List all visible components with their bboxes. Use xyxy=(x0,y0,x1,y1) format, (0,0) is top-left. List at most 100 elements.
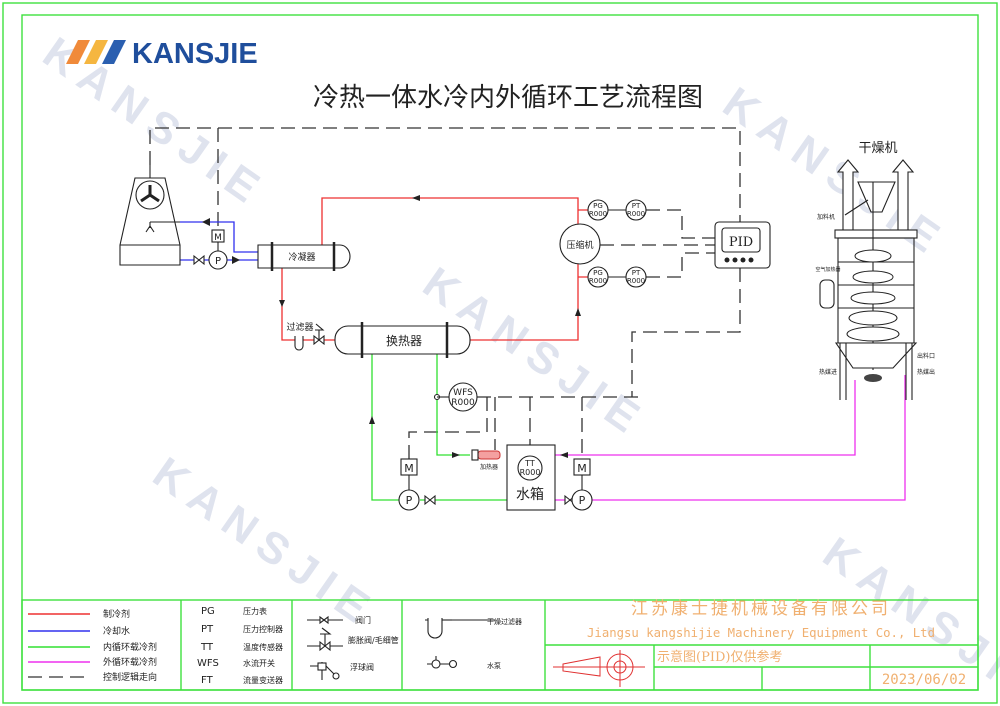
svg-text:干燥机: 干燥机 xyxy=(858,141,897,156)
svg-text:水泵: 水泵 xyxy=(487,661,501,670)
svg-text:压力表: 压力表 xyxy=(243,606,267,616)
svg-text:冷却水: 冷却水 xyxy=(103,625,130,637)
svg-text:M: M xyxy=(404,462,414,475)
svg-text:R000: R000 xyxy=(589,277,607,285)
logo-stripe xyxy=(84,40,108,64)
logo-text: KANSJIE xyxy=(132,38,258,70)
svg-text:P: P xyxy=(406,494,413,507)
svg-text:WFS: WFS xyxy=(453,388,473,398)
svg-text:热媒进: 热媒进 xyxy=(819,368,837,376)
control-lines xyxy=(149,127,741,460)
svg-text:PT: PT xyxy=(201,624,214,635)
cooling-tower xyxy=(119,165,181,266)
svg-text:P: P xyxy=(215,256,221,267)
svg-text:压力控制器: 压力控制器 xyxy=(243,624,283,634)
gate-valve-icon xyxy=(424,494,436,506)
legend-codes: PG PT TT WFS FT 压力表 压力控制器 温度传感器 水流开关 流量变… xyxy=(197,606,283,686)
projection-symbol-icon xyxy=(553,650,645,687)
svg-text:R000: R000 xyxy=(627,277,645,285)
svg-text:PT: PT xyxy=(632,202,641,210)
pump-icon xyxy=(208,250,228,270)
logo-stripe xyxy=(66,40,90,64)
instrument-pt-low: PT R000 xyxy=(625,266,647,288)
heat-exchanger: 换热器 xyxy=(334,322,471,358)
svg-text:浮球阀: 浮球阀 xyxy=(350,662,374,672)
instrument-pg-high: PG R000 xyxy=(587,199,609,221)
instrument-pt-high: PT R000 xyxy=(625,199,647,221)
title-block: 江苏康士捷机械设备有限公司 Jiangsu kangshijie Machine… xyxy=(545,599,978,690)
svg-text:水流开关: 水流开关 xyxy=(243,658,275,668)
svg-text:温度传感器: 温度传感器 xyxy=(243,642,283,652)
dry-filter-icon xyxy=(425,618,495,639)
svg-text:热媒出: 热媒出 xyxy=(917,368,935,376)
gate-valve-icon xyxy=(307,615,343,625)
pump-outer-loop: M P xyxy=(571,458,593,511)
compressor: 压缩机 xyxy=(559,223,601,265)
svg-text:M: M xyxy=(577,462,587,475)
svg-text:WFS: WFS xyxy=(197,658,219,669)
water-pump-icon xyxy=(427,656,458,669)
svg-text:控制逻辑走向: 控制逻辑走向 xyxy=(103,671,157,683)
legend-symbols: 阀门 膨胀阀/毛细管 浮球阀 干燥过滤器 水泵 xyxy=(307,615,522,680)
company-name-en: Jiangsu kangshijie Machinery Equipment C… xyxy=(587,626,935,640)
svg-text:TT: TT xyxy=(524,459,535,468)
svg-text:M: M xyxy=(214,233,222,243)
svg-text:加热器: 加热器 xyxy=(480,463,498,471)
svg-text:加料机: 加料机 xyxy=(817,213,835,221)
pump-icon xyxy=(571,489,593,511)
page-title: 冷热一体水冷内外循环工艺流程图 xyxy=(313,83,703,113)
instrument-pg-low: PG R000 xyxy=(587,266,609,288)
valves xyxy=(193,254,576,506)
note: 示意图(PID)仅供参考 xyxy=(657,649,782,665)
pump-icon xyxy=(398,489,420,511)
svg-text:过滤器: 过滤器 xyxy=(286,321,313,333)
pid-controller[interactable]: PID xyxy=(714,221,771,269)
svg-text:R000: R000 xyxy=(627,210,645,218)
air-heater-icon xyxy=(819,279,835,309)
filter: 过滤器 xyxy=(286,321,314,351)
svg-text:R000: R000 xyxy=(451,398,475,408)
condenser: 冷凝器 xyxy=(257,242,351,271)
svg-text:PT: PT xyxy=(632,269,641,277)
svg-text:PID: PID xyxy=(729,235,753,250)
svg-text:压缩机: 压缩机 xyxy=(566,239,593,251)
svg-text:出料口: 出料口 xyxy=(917,352,935,360)
instrument-wfs: WFS R000 xyxy=(448,382,478,412)
svg-text:PG: PG xyxy=(593,269,603,277)
svg-text:膨胀阀/毛细管: 膨胀阀/毛细管 xyxy=(348,635,399,645)
svg-text:流量变送器: 流量变送器 xyxy=(243,675,283,685)
inner-loop-lines xyxy=(369,354,507,501)
svg-text:R000: R000 xyxy=(520,468,541,477)
refrigerant-lines xyxy=(279,195,588,341)
logo: KANSJIE xyxy=(66,38,258,70)
svg-text:换热器: 换热器 xyxy=(386,334,422,348)
svg-text:水箱: 水箱 xyxy=(516,487,544,503)
svg-text:外循环载冷剂: 外循环载冷剂 xyxy=(103,656,157,668)
svg-text:内循环载冷剂: 内循环载冷剂 xyxy=(103,641,157,653)
svg-text:制冷剂: 制冷剂 xyxy=(103,608,130,620)
date: 2023/06/02 xyxy=(882,672,966,688)
svg-text:PG: PG xyxy=(201,606,215,617)
gate-valve-icon xyxy=(193,254,205,266)
svg-text:阀门: 阀门 xyxy=(355,615,371,625)
heater: 加热器 xyxy=(471,449,501,471)
svg-text:PG: PG xyxy=(593,202,603,210)
dryer: 干燥机 加料机 空气加热器 出料口 热媒进 热媒出 xyxy=(815,141,935,400)
svg-text:R000: R000 xyxy=(589,210,607,218)
instrument-tt xyxy=(517,455,543,481)
pump-inner-loop: M P xyxy=(398,458,420,511)
expansion-valve-icon xyxy=(313,323,325,346)
svg-text:TT: TT xyxy=(200,642,214,653)
water-tank: TT R000 水箱 xyxy=(506,444,556,511)
svg-text:P: P xyxy=(579,494,586,507)
legend-line-types: 制冷剂 冷却水 内循环载冷剂 外循环载冷剂 控制逻辑走向 xyxy=(28,608,157,683)
float-valve-icon xyxy=(310,662,340,680)
svg-text:冷凝器: 冷凝器 xyxy=(288,251,315,263)
pump-left-cooling: M P xyxy=(208,229,228,270)
svg-text:空气加热器: 空气加热器 xyxy=(815,266,840,273)
logo-stripe xyxy=(102,40,126,64)
company-name-cn: 江苏康士捷机械设备有限公司 xyxy=(631,599,891,619)
legend: 制冷剂 冷却水 内循环载冷剂 外循环载冷剂 控制逻辑走向 PG PT TT WF… xyxy=(21,599,979,691)
